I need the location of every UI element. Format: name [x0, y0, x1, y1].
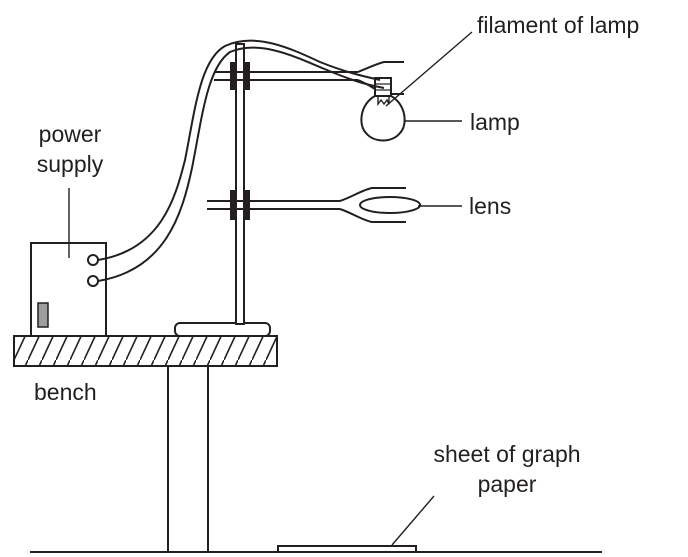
graph-paper-sheet	[277, 545, 417, 553]
label-sheet-of-graph-line2: paper	[477, 471, 537, 497]
lead-wire-lower	[97, 46, 385, 282]
bench-top	[13, 335, 278, 367]
label-lamp: lamp	[470, 109, 520, 135]
terminal-upper	[87, 254, 99, 266]
label-power-supply-line1: power	[38, 121, 102, 147]
lead-wire-upper	[97, 39, 381, 261]
label-power-supply-line2: supply	[36, 151, 104, 177]
filament-leader	[385, 31, 473, 107]
label-lens: lens	[469, 193, 512, 219]
lamp-bulb	[360, 95, 406, 142]
upper-boss-head-right	[243, 62, 250, 90]
label-sheet-of-graph-line1: sheet of graph	[433, 441, 581, 467]
graph-paper-leader	[391, 495, 435, 546]
upper-boss-head-left	[230, 62, 237, 90]
bench-leg	[167, 365, 209, 553]
lens-shape	[359, 196, 421, 214]
terminal-lower	[87, 275, 99, 287]
power-supply-switch	[37, 302, 49, 328]
stand-base	[174, 322, 271, 337]
label-filament-of-lamp: filament of lamp	[477, 12, 640, 38]
lower-boss-head-left	[230, 190, 237, 220]
label-bench: bench	[34, 379, 97, 405]
lower-clamp-jaw	[339, 187, 406, 223]
stand-rod	[235, 43, 245, 325]
lower-boss-head-right	[243, 190, 250, 220]
